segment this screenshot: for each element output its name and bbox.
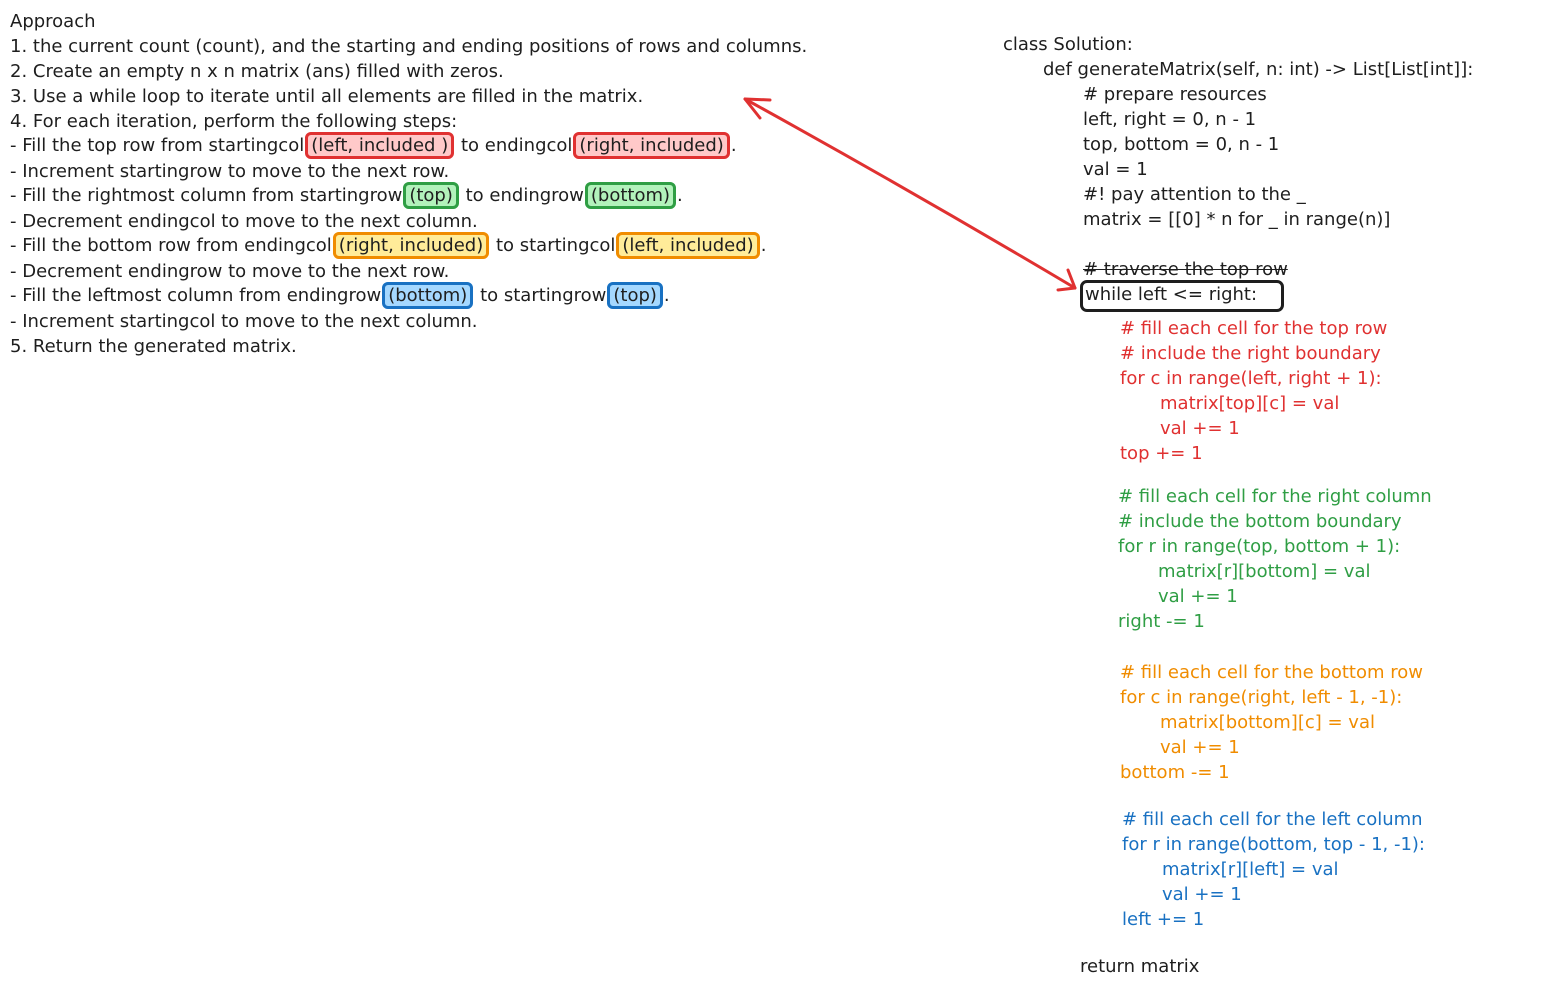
bullet-text: - Fill the leftmost column from endingro… [10, 285, 382, 306]
approach-bullet-decrement-row: - Decrement endingrow to move to the nex… [10, 261, 450, 282]
arrow-head-left [743, 97, 772, 120]
highlight-bottom: (bottom) [382, 282, 474, 309]
approach-bullet-increment-row: - Increment startingrow to move to the n… [10, 161, 450, 182]
bullet-text: . [760, 235, 767, 256]
code-line: top, bottom = 0, n - 1 [1083, 134, 1280, 155]
approach-bullet-decrement-col: - Decrement endingcol to move to the nex… [10, 211, 478, 232]
bullet-text: - Fill the rightmost column from startin… [10, 185, 403, 206]
bullet-text: to endingrow [459, 185, 584, 206]
code-line: val += 1 [1158, 586, 1238, 607]
code-line: left += 1 [1122, 909, 1205, 930]
code-line-return: return matrix [1080, 956, 1200, 977]
arrow-shaft [743, 97, 1077, 290]
code-line: matrix[bottom][c] = val [1160, 712, 1375, 733]
code-line: right -= 1 [1118, 611, 1205, 632]
approach-bullet-left-column: - Fill the leftmost column from endingro… [10, 282, 670, 309]
approach-step-2: 2. Create an empty n x n matrix (ans) fi… [10, 61, 504, 82]
highlight-right-included: (right, included) [332, 232, 490, 259]
code-line: matrix[top][c] = val [1160, 393, 1340, 414]
highlight-top: (top) [607, 282, 663, 309]
bullet-text: - Fill the bottom row from endingcol [10, 235, 332, 256]
arrow-head-right [1056, 268, 1077, 292]
code-line: # fill each cell for the bottom row [1120, 662, 1423, 683]
code-line: # include the bottom boundary [1118, 511, 1402, 532]
approach-bullet-increment-col: - Increment startingcol to move to the n… [10, 311, 478, 332]
bullet-text: to endingcol [455, 135, 573, 156]
code-line: val = 1 [1083, 159, 1148, 180]
approach-bullet-top-row: - Fill the top row from startingcol(left… [10, 132, 737, 159]
bullet-text: - Fill the top row from startingcol [10, 135, 305, 156]
code-line: val += 1 [1160, 737, 1240, 758]
code-line: top += 1 [1120, 443, 1203, 464]
code-line: matrix[r][left] = val [1162, 859, 1339, 880]
code-line: for c in range(left, right + 1): [1120, 368, 1382, 389]
highlight-right-included: (right, included) [573, 132, 730, 159]
code-line-while: while left <= right: [1085, 284, 1258, 305]
highlight-bottom: (bottom) [584, 182, 677, 209]
code-line: for r in range(top, bottom + 1): [1118, 536, 1401, 557]
code-line: def generateMatrix(self, n: int) -> List… [1043, 59, 1474, 80]
code-line: for c in range(right, left - 1, -1): [1120, 687, 1403, 708]
code-line: val += 1 [1162, 884, 1242, 905]
code-line: # fill each cell for the right column [1118, 486, 1432, 507]
approach-step-5: 5. Return the generated matrix. [10, 336, 297, 357]
approach-step-3: 3. Use a while loop to iterate until all… [10, 86, 644, 107]
code-line: bottom -= 1 [1120, 762, 1230, 783]
highlight-left-included: (left, included) [616, 232, 760, 259]
code-line: # include the right boundary [1120, 343, 1381, 364]
code-line: val += 1 [1160, 418, 1240, 439]
approach-bullet-right-column: - Fill the rightmost column from startin… [10, 182, 683, 209]
code-line: for r in range(bottom, top - 1, -1): [1122, 834, 1425, 855]
code-line: class Solution: [1003, 34, 1133, 55]
while-loop-box [1080, 280, 1284, 312]
bullet-text: . [730, 135, 737, 156]
bullet-text: . [663, 285, 670, 306]
code-line: # fill each cell for the left column [1122, 809, 1423, 830]
code-line: # prepare resources [1083, 84, 1267, 105]
bullet-text: . [677, 185, 683, 206]
code-line: matrix[r][bottom] = val [1158, 561, 1371, 582]
approach-step-4: 4. For each iteration, perform the follo… [10, 111, 458, 132]
approach-title: Approach [10, 11, 96, 32]
highlight-left-included: (left, included ) [305, 132, 455, 159]
highlight-top: (top) [403, 182, 459, 209]
code-line: matrix = [[0] * n for _ in range(n)] [1083, 209, 1391, 230]
bullet-text: to startingrow [474, 285, 607, 306]
approach-step-1: 1. the current count (count), and the st… [10, 36, 808, 57]
code-line: # traverse the top row [1083, 259, 1288, 280]
code-line: left, right = 0, n - 1 [1083, 109, 1257, 130]
code-line: # fill each cell for the top row [1120, 318, 1388, 339]
approach-bullet-bottom-row: - Fill the bottom row from endingcol(rig… [10, 232, 767, 259]
code-line: #! pay attention to the _ [1083, 184, 1306, 205]
bullet-text: to startingcol [490, 235, 616, 256]
